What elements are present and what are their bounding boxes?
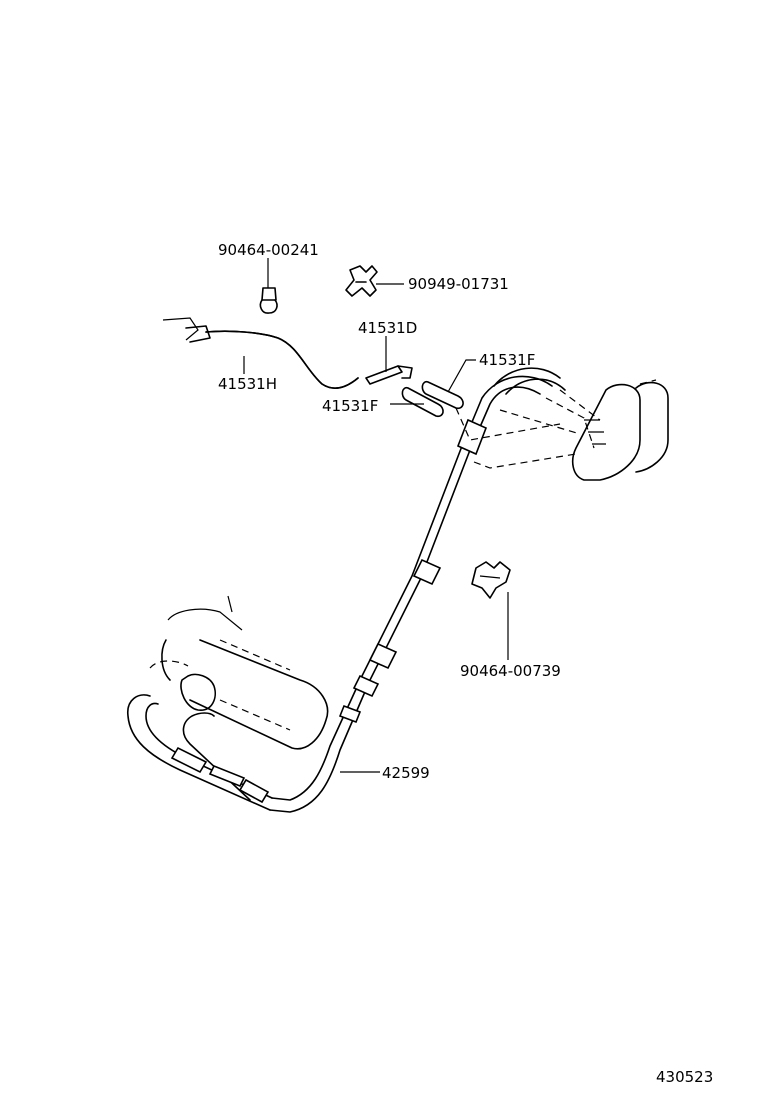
hose-41531F-lower-drawing <box>401 386 444 418</box>
part-label-90464-00739: 90464-00739 <box>460 662 561 680</box>
canister-drawing <box>571 379 669 481</box>
clamp-90464-00739-drawing <box>471 561 511 599</box>
hose-41531D-drawing <box>365 365 413 385</box>
leader-lines <box>243 258 509 773</box>
hose-41531F-upper-drawing <box>421 380 464 410</box>
part-label-90949-01731: 90949-01731 <box>408 275 509 293</box>
part-label-41531F-upper: 41531F <box>479 351 535 369</box>
part-label-41531D: 41531D <box>358 319 417 337</box>
part-label-42599: 42599 <box>382 764 430 782</box>
part-label-41531F-lower: 41531F <box>322 397 378 415</box>
fuel-tank-drawing <box>149 595 329 750</box>
part-label-41531H: 41531H <box>218 375 277 393</box>
pipe-42599-drawing <box>127 367 566 813</box>
clip-90949-01731-drawing <box>345 265 378 297</box>
assembly-lines <box>455 389 601 469</box>
hose-41531H-drawing <box>162 317 359 390</box>
figure-number: 430523 <box>656 1068 713 1086</box>
part-label-90464-00241: 90464-00241 <box>218 241 319 259</box>
clamp-90464-00241-drawing <box>259 287 278 314</box>
